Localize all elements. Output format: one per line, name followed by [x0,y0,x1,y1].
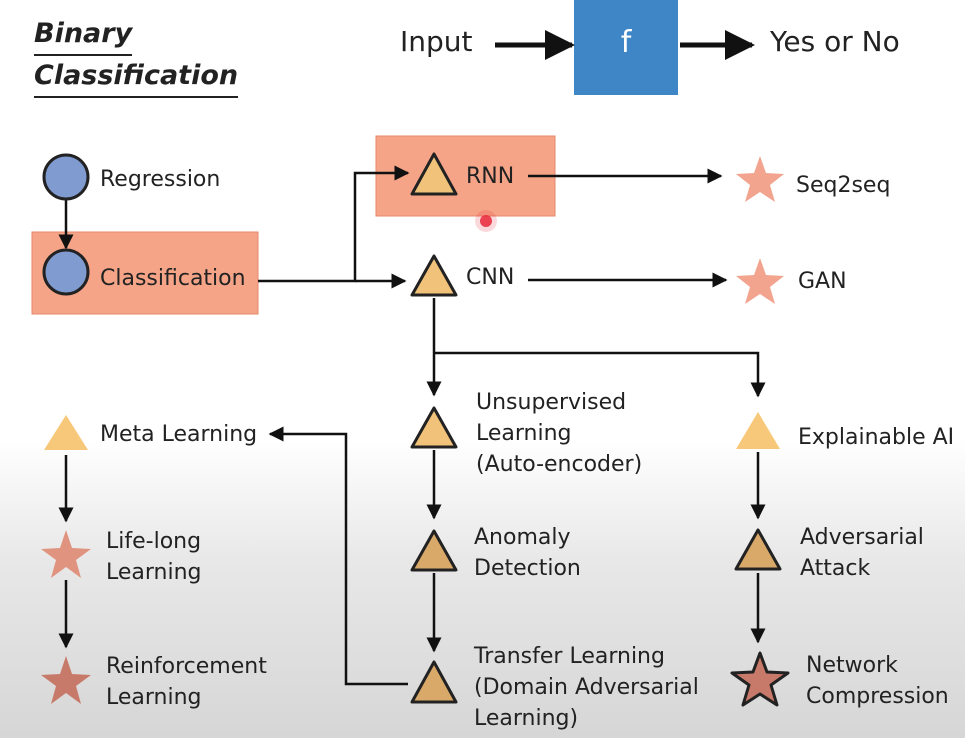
seq2seq-star-icon [736,156,784,202]
function-box: f [574,0,678,95]
network-compression-star-icon [730,651,790,707]
life-long-star-icon [41,530,91,578]
meta-learning-label: Meta Learning [100,422,258,447]
title-line-2: Classification [34,56,239,98]
pointer-dot [480,215,492,227]
rnn-triangle-icon [410,152,458,196]
regression-circle-icon [42,153,90,201]
title-line-1: Binary [34,14,133,56]
meta-learning-triangle-icon [44,415,88,450]
transfer-triangle-icon [410,660,458,704]
reinforcement-learning-label: Reinforcement Learning [106,654,267,710]
adversarial-triangle-icon [734,528,782,571]
gan-star-icon [736,258,784,304]
life-long-learning-label: Life-long Learning [106,529,202,585]
gan-label: GAN [798,269,847,294]
classification-label: Classification [100,266,246,291]
anomaly-detection-label: Anomaly Detection [474,525,581,581]
page-title: Binary Classification [34,14,239,98]
output-label: Yes or No [770,25,900,58]
anomaly-triangle-icon [410,529,458,572]
network-compression-label: Network Compression [806,653,949,709]
explainable-ai-label: Explainable AI [798,425,955,450]
unsupervised-learning-label: Unsupervised Learning (Auto-encoder) [476,390,643,477]
reinforcement-star-icon [41,656,91,704]
unsupervised-triangle-icon [410,406,458,449]
cnn-label: CNN [466,265,515,290]
adversarial-attack-label: Adversarial Attack [800,525,924,581]
explainable-ai-triangle-icon [736,412,780,449]
cnn-triangle-icon [410,254,458,297]
input-label: Input [400,25,473,58]
transfer-learning-label: Transfer Learning (Domain Adversarial Le… [474,644,699,731]
regression-label: Regression [100,167,221,192]
pointer-glow [475,210,497,232]
seq2seq-label: Seq2seq [796,173,891,198]
connectors [58,165,766,686]
classification-circle-icon [42,248,90,296]
rnn-label: RNN [466,164,515,189]
